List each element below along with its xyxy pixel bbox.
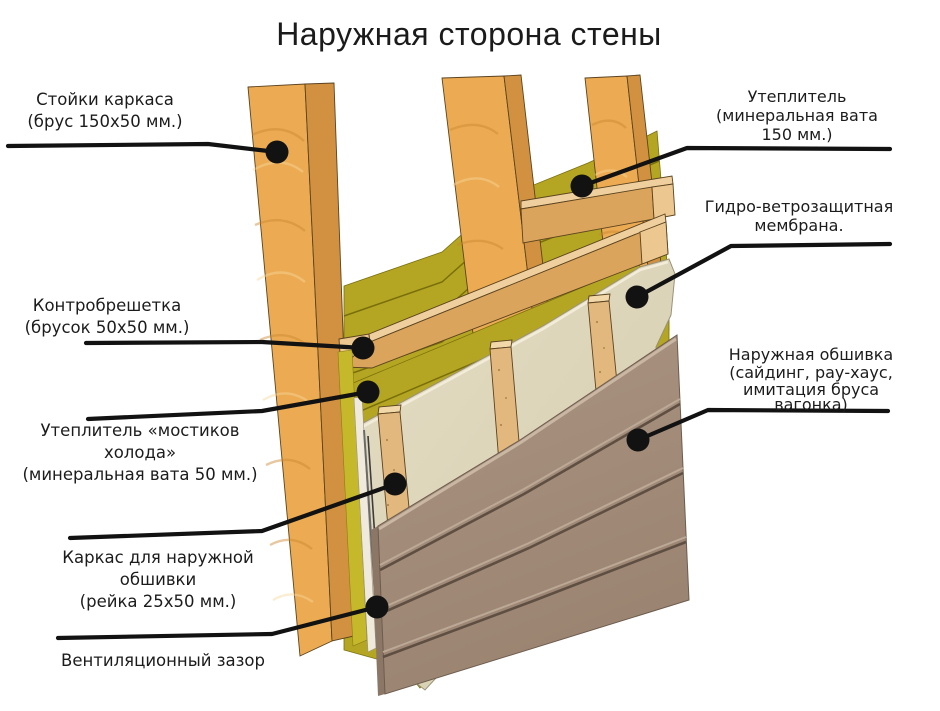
batten-middle-right-end-face <box>639 221 669 265</box>
label-line: имитация бруса <box>743 380 879 399</box>
label-line: (брусок 50х50 мм.) <box>25 318 190 337</box>
siding-top-edge-highlight <box>378 337 677 531</box>
batten-upper-end-face <box>651 183 676 220</box>
label-line: Наружная обшивка <box>729 345 893 364</box>
page-title: Наружная сторона стены <box>276 16 662 52</box>
label-line: (минеральная вата <box>716 106 878 125</box>
label-line: (брус 150х50 мм.) <box>27 112 182 131</box>
callout-dot-membrane <box>625 285 649 309</box>
callout-insulation-150 <box>570 145 893 198</box>
callout-counter-lathing <box>83 336 375 360</box>
callout-outer-cladding <box>626 407 891 452</box>
callouts <box>5 140 893 641</box>
siding-panel <box>377 334 690 695</box>
callout-membrane <box>625 241 893 309</box>
label-line: Контробрешетка <box>33 296 182 315</box>
siding-face <box>377 334 690 695</box>
callout-dot-studs <box>265 140 289 164</box>
label-line: Стойки каркаса <box>36 90 174 109</box>
callout-studs <box>5 140 289 164</box>
label-line: вагонка) <box>774 395 848 414</box>
label-line: 150 мм.) <box>761 125 832 144</box>
label-line: холода» <box>104 443 176 462</box>
label-studs: Стойки каркаса (брус 150х50 мм.) <box>27 90 182 131</box>
label-line: мембрана. <box>754 216 843 235</box>
label-line: Вентиляционный зазор <box>61 651 265 670</box>
lath-3-speckle <box>595 320 605 374</box>
callout-cladding-frame <box>67 472 407 541</box>
label-line: обшивки <box>120 570 197 589</box>
callout-dot-ventilation-gap <box>365 595 389 619</box>
label-line: Гидро-ветрозащитная <box>705 197 893 216</box>
label-outer-cladding: Наружная обшивка (сайдинг, рау-хаус, ими… <box>729 345 893 414</box>
callout-dot-cladding-frame <box>383 472 407 496</box>
stud-1-grain <box>251 128 314 603</box>
callout-dot-counter-lathing <box>351 336 375 360</box>
label-line: (сайдинг, рау-хаус, <box>729 363 893 382</box>
label-line: Утеплитель <box>748 87 847 106</box>
wall-assembly <box>247 74 690 696</box>
label-line: (минеральная вата 50 мм.) <box>22 465 257 484</box>
label-cladding-frame: Каркас для наружной обшивки (рейка 25х50… <box>62 548 253 611</box>
label-line: Утеплитель «мостиков <box>41 421 240 440</box>
label-insulation-150: Утеплитель (минеральная вата 150 мм.) <box>716 87 878 144</box>
label-ventilation-gap: Вентиляционный зазор <box>61 651 265 670</box>
counter-batten-upper <box>520 175 676 244</box>
label-cold-bridge-insulation: Утеплитель «мостиков холода» (минеральна… <box>22 421 257 484</box>
siding-seams <box>379 398 687 659</box>
label-line: (рейка 25х50 мм.) <box>80 592 237 611</box>
callout-cold-bridge-insulation <box>85 380 380 422</box>
label-counter-lathing: Контробрешетка (брусок 50х50 мм.) <box>25 296 190 337</box>
callout-dot-insulation-150 <box>570 174 594 198</box>
label-membrane: Гидро-ветрозащитная мембрана. <box>705 197 893 235</box>
stud-1 <box>247 82 355 657</box>
callout-dot-outer-cladding <box>626 428 650 452</box>
callout-ventilation-gap <box>55 595 389 641</box>
callout-dot-cold-bridge-insulation <box>356 380 380 404</box>
label-line: Каркас для наружной <box>62 548 253 567</box>
